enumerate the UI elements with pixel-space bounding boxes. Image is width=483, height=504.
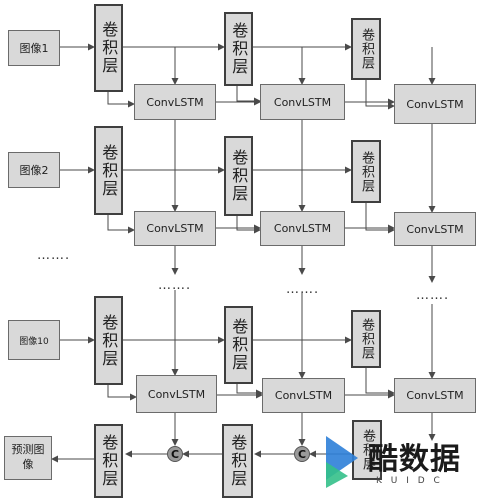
- input-image-1-label: 图像1: [19, 42, 49, 55]
- input-image-1: 图像1: [8, 30, 60, 66]
- convlstm-r1-c1: ConvLSTM: [134, 84, 216, 120]
- convlstm-label: ConvLSTM: [274, 389, 333, 402]
- conv-layer-r2-c2: 卷积层: [224, 136, 253, 216]
- convlstm-r1-c2: ConvLSTM: [260, 84, 345, 120]
- sequence-dots-c3: …….: [416, 288, 450, 303]
- decoder-conv-layer-1: 卷积层: [94, 424, 123, 498]
- conv-layer-r3-c3: 卷积层: [351, 310, 381, 368]
- sequence-dots-c1: …….: [158, 278, 192, 293]
- watermark-logo-icon: [326, 436, 358, 488]
- watermark-subtitle: K U I D C: [376, 476, 443, 486]
- conv-label: 卷积层: [229, 22, 249, 76]
- conv-layer-r1-c2: 卷积层: [224, 12, 253, 86]
- input-ellipsis: …….: [37, 248, 71, 263]
- conv-label: 卷积层: [99, 313, 119, 368]
- convlstm-r3-c3: ConvLSTM: [394, 378, 476, 413]
- convlstm-label: ConvLSTM: [273, 222, 332, 235]
- convlstm-label: ConvLSTM: [406, 389, 464, 402]
- convlstm-label: ConvLSTM: [406, 97, 464, 111]
- concat-node-2: C: [294, 446, 310, 462]
- conv-layer-r3-c2: 卷积层: [224, 306, 253, 384]
- input-image-10-label: 图像10: [19, 336, 49, 347]
- conv-layer-r3-c1: 卷积层: [94, 296, 123, 385]
- sequence-dots-c2: …….: [286, 282, 320, 297]
- conv-label: 卷积层: [359, 429, 375, 471]
- concat-node-1: C: [167, 446, 183, 462]
- conv-layer-r1-c3: 卷积层: [351, 18, 381, 80]
- convlstm-r3-c1: ConvLSTM: [136, 375, 217, 413]
- input-image-2-label: 图像2: [19, 164, 49, 177]
- convlstm-r2-c3: ConvLSTM: [394, 212, 476, 246]
- concat-symbol: C: [170, 447, 180, 461]
- convlstm-r3-c2: ConvLSTM: [262, 378, 345, 413]
- decoder-conv-layer-2: 卷积层: [222, 424, 253, 498]
- convlstm-label: ConvLSTM: [147, 387, 206, 401]
- concat-symbol: C: [297, 447, 307, 461]
- conv-layer-r1-c1: 卷积层: [94, 4, 123, 92]
- convlstm-r1-c3: ConvLSTM: [394, 84, 476, 124]
- decoder-conv-layer-3: 卷积层: [352, 420, 382, 480]
- conv-label: 卷积层: [99, 21, 119, 75]
- conv-label: 卷积层: [358, 318, 374, 360]
- conv-label: 卷积层: [358, 150, 374, 193]
- conv-label: 卷积层: [358, 28, 374, 70]
- conv-label: 卷积层: [99, 143, 119, 198]
- conv-label: 卷积层: [229, 318, 249, 372]
- input-image-10: 图像10: [8, 320, 60, 360]
- convlstm-r2-c2: ConvLSTM: [260, 211, 345, 246]
- conv-layer-r2-c1: 卷积层: [94, 126, 123, 215]
- output-label: 预测图像: [11, 443, 45, 471]
- output-predicted-image: 预测图像: [4, 436, 52, 480]
- conv-label: 卷积层: [229, 149, 249, 203]
- conv-label: 卷积层: [228, 434, 248, 488]
- convlstm-label: ConvLSTM: [146, 95, 204, 109]
- conv-layer-r2-c3: 卷积层: [351, 140, 381, 203]
- convlstm-r2-c1: ConvLSTM: [134, 211, 216, 246]
- input-image-2: 图像2: [8, 152, 60, 188]
- watermark: 酷数据 K U I D C: [316, 424, 476, 500]
- convlstm-label: ConvLSTM: [273, 95, 332, 109]
- convlstm-label: ConvLSTM: [146, 222, 204, 235]
- convlstm-label: ConvLSTM: [406, 222, 464, 236]
- conv-label: 卷积层: [99, 434, 119, 488]
- watermark-brand: 酷数据: [368, 442, 461, 477]
